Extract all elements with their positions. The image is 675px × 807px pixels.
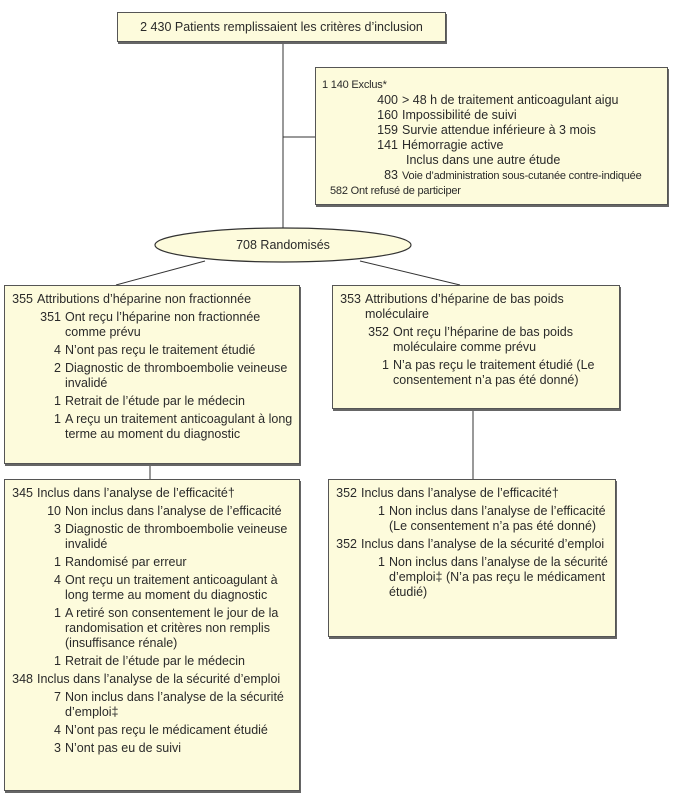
count-description: Retrait de l’étude par le médecin (65, 654, 245, 668)
count-value: 1 (54, 555, 61, 569)
count-description: Inclus dans l’analyse de l’efficacité† (361, 486, 559, 500)
count-value: 1 (382, 358, 389, 372)
count-description: Attributions d’héparine non fractionnée (37, 292, 252, 306)
count-description: Non inclus dans l’analyse de la sécurité… (65, 690, 284, 719)
count-value: 4 (54, 573, 61, 587)
count-description: N’a pas reçu le traitement étudié (Le co… (393, 358, 595, 387)
count-description: Ont reçu l’héparine non fractionnée comm… (65, 310, 261, 339)
flow-subcount-line: 1 Randomisé par erreur (11, 555, 293, 570)
count-description: A retiré son consentement le jour de la … (65, 606, 279, 650)
lmwh-allocation-box: 353 Attributions d’héparine de bas poids … (332, 285, 620, 409)
count-description: N’ont pas eu de suivi (65, 741, 182, 755)
flow-count-line: 352 Inclus dans l’analyse de la sécurité … (335, 537, 609, 552)
count-value: 4 (54, 343, 61, 357)
count-value: 345 (12, 486, 33, 500)
eligible-patients-text: 2 430 Patients remplissaient les critère… (140, 20, 423, 34)
count-description: N’ont pas reçu le médicament étudié (65, 723, 268, 737)
excluded-box: 1 140 Exclus* 400> 48 h de traitement an… (315, 67, 668, 205)
count-value: 2 (54, 361, 61, 375)
flow-subcount-line: 2 Diagnostic de thromboembolie veineuse i… (11, 361, 293, 391)
count-value: 352 (336, 486, 357, 500)
count-value: 348 (12, 672, 33, 686)
flow-count-line: 348 Inclus dans l’analyse de la sécurité … (11, 672, 293, 687)
flow-subcount-line: 4 N’ont pas reçu le médicament étudié (11, 723, 293, 738)
flow-subcount-line: 4 N’ont pas reçu le traitement étudié (11, 343, 293, 358)
randomized-label: 708 Randomisés (236, 238, 330, 252)
count-description: Retrait de l’étude par le médecin (65, 394, 245, 408)
flow-subcount-line: 352 Ont reçu l’héparine de bas poids molé… (339, 325, 613, 355)
flow-subcount-line: 7 Non inclus dans l’analyse de la sécurit… (11, 690, 293, 720)
count-description: A reçu un traitement anticoagulant à lon… (65, 412, 293, 441)
flow-subcount-line: 4 Ont reçu un traitement anticoagulant à … (11, 573, 293, 603)
connector-to-lmwh (359, 260, 461, 286)
flow-subcount-line: 3 Diagnostic de thromboembolie veineuse i… (11, 522, 293, 552)
count-value: 3 (54, 741, 61, 755)
connector-to-ufh (115, 260, 206, 286)
count-value: 10 (47, 504, 61, 518)
count-value: 7 (54, 690, 61, 704)
ufh-allocation-box: 355 Attributions d’héparine non fractionn… (4, 285, 300, 464)
count-description: Non inclus dans l’analyse de la sécurité… (389, 555, 608, 599)
excluded-item: 400> 48 h de traitement anticoagulant ai… (377, 93, 619, 107)
count-description: Inclus dans l’analyse de l’efficacité† (37, 486, 235, 500)
flow-subcount-line: 10 Non inclus dans l’analyse de l’efficac… (11, 504, 293, 519)
flow-count-line: 355 Attributions d’héparine non fractionn… (11, 292, 293, 307)
count-value: 1 (378, 555, 385, 569)
count-description: N’ont pas reçu le traitement étudié (65, 343, 256, 357)
eligible-patients-box: 2 430 Patients remplissaient les critère… (117, 12, 446, 42)
count-value: 352 (368, 325, 389, 339)
flow-subcount-line: 1 A reçu un traitement anticoagulant à lo… (11, 412, 293, 442)
count-description: Randomisé par erreur (65, 555, 187, 569)
flow-count-line: 352 Inclus dans l’analyse de l’efficacité… (335, 486, 609, 501)
count-description: Inclus dans l’analyse de la sécurité d’e… (37, 672, 281, 686)
flow-subcount-line: 1 Non inclus dans l’analyse de l’efficaci… (335, 504, 609, 534)
flow-subcount-line: 1 A retiré son consentement le jour de la… (11, 606, 293, 651)
excluded-header: 1 140 Exclus* (322, 79, 387, 91)
count-value: 353 (340, 292, 361, 306)
refused-text: 582 Ont refusé de participer (330, 185, 461, 197)
count-value: 351 (40, 310, 61, 324)
flow-count-line: 353 Attributions d’héparine de bas poids … (339, 292, 613, 322)
count-description: Attributions d’héparine de bas poids mol… (365, 292, 564, 321)
count-description: Ont reçu un traitement anticoagulant à l… (65, 573, 278, 602)
flow-subcount-line: 1 Non inclus dans l’analyse de la sécurit… (335, 555, 609, 600)
ufh-analysis-box: 345 Inclus dans l’analyse de l’efficacité… (4, 479, 300, 791)
flow-subcount-line: 351 Ont reçu l’héparine non fractionnée c… (11, 310, 293, 340)
count-value: 1 (54, 412, 61, 426)
count-value: 3 (54, 522, 61, 536)
count-value: 1 (54, 654, 61, 668)
count-value: 1 (54, 394, 61, 408)
count-value: 4 (54, 723, 61, 737)
flow-subcount-line: 1 Retrait de l’étude par le médecin (11, 654, 293, 669)
flow-subcount-line: 1 Retrait de l’étude par le médecin (11, 394, 293, 409)
count-value: 1 (378, 504, 385, 518)
count-value: 355 (12, 292, 33, 306)
flow-count-line: 345 Inclus dans l’analyse de l’efficacité… (11, 486, 293, 501)
count-value: 352 (336, 537, 357, 551)
count-description: Non inclus dans l’analyse de l’efficacit… (65, 504, 282, 518)
count-description: Ont reçu l’héparine de bas poids molécul… (393, 325, 573, 354)
flow-subcount-line: 1 N’a pas reçu le traitement étudié (Le c… (339, 358, 613, 388)
excluded-subitem: Inclus dans une autre étude (406, 153, 561, 167)
flow-subcount-line: 3 N’ont pas eu de suivi (11, 741, 293, 756)
lmwh-analysis-box: 352 Inclus dans l’analyse de l’efficacité… (328, 479, 616, 637)
count-description: Non inclus dans l’analyse de l’efficacit… (389, 504, 606, 533)
count-description: Diagnostic de thromboembolie veineuse in… (65, 361, 288, 390)
count-value: 1 (54, 606, 61, 620)
count-description: Diagnostic de thromboembolie veineuse in… (65, 522, 288, 551)
count-description: Inclus dans l’analyse de la sécurité d’e… (361, 537, 605, 551)
